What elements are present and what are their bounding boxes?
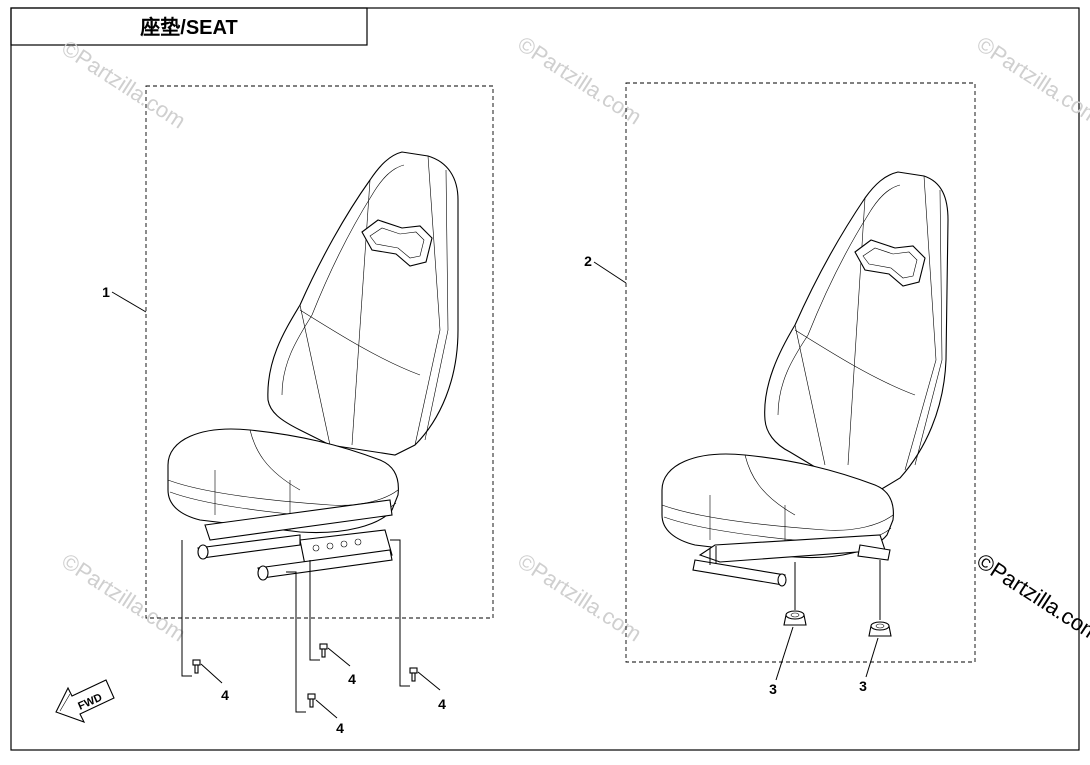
watermark-4: ©Partzilla.com [57, 548, 190, 646]
nut-icon [868, 621, 892, 637]
callout-4-d: 4 [336, 720, 344, 736]
callout-3-right: 3 [859, 678, 867, 694]
callout-3-left: 3 [769, 681, 777, 697]
watermark-5: ©Partzilla.com [513, 548, 646, 646]
seat-1-group-box [145, 85, 494, 619]
bolt-icon [307, 693, 316, 708]
bolt-icon [319, 643, 328, 658]
callout-4-b: 4 [348, 671, 356, 687]
callout-1: 1 [102, 284, 110, 300]
fwd-arrow-icon: FWD [55, 679, 115, 723]
callout-4-a: 4 [221, 687, 229, 703]
leader-1 [111, 291, 147, 313]
bolt-icon [409, 667, 418, 682]
callout-2: 2 [584, 253, 592, 269]
nut-icon [783, 610, 807, 626]
leader-2 [593, 261, 627, 284]
bolt-icon [192, 659, 201, 674]
callout-4-c: 4 [438, 696, 446, 712]
page-title: 座垫/SEAT [140, 15, 237, 39]
drawing-border [10, 7, 1080, 751]
watermark-6: ©Partzilla.com [972, 548, 1090, 646]
seat-2-group-box [625, 82, 976, 663]
watermark-2: ©Partzilla.com [513, 31, 646, 129]
watermark-1: ©Partzilla.com [57, 35, 190, 133]
seat-2-drawing [661, 171, 949, 681]
title-box [10, 7, 368, 46]
watermark-3: ©Partzilla.com [972, 31, 1090, 129]
seat-1-drawing [167, 151, 459, 719]
